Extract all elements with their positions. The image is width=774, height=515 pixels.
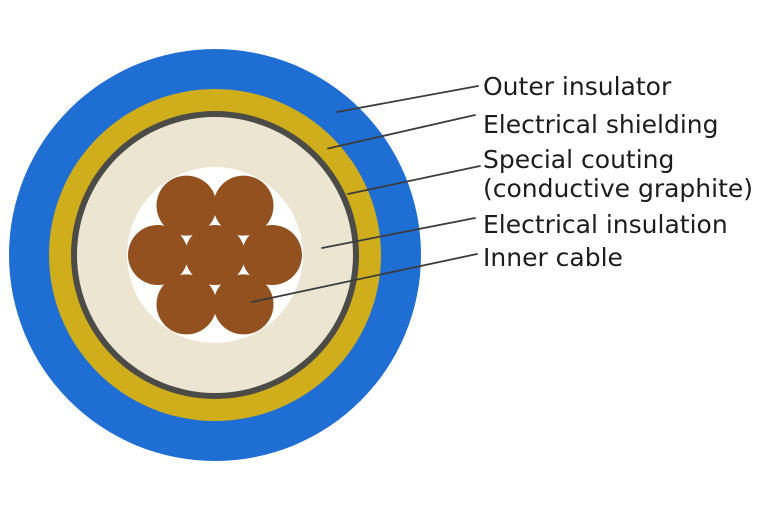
label-text: Electrical shielding: [483, 110, 719, 139]
inner-cable-strand: [213, 175, 274, 236]
leader-line-electrical-shielding: [327, 114, 476, 150]
label-outer-insulator: Outer insulator: [483, 72, 671, 101]
label-text: Electrical insulation: [483, 210, 728, 239]
leader-line-outer-insulator: [336, 85, 479, 113]
leader-line-electrical-insulation: [321, 217, 476, 249]
label-text: Special couting: [483, 145, 675, 174]
inner-cable-strand: [185, 225, 245, 285]
label-electrical-shielding: Electrical shielding: [483, 110, 719, 139]
label-electrical-insulation: Electrical insulation: [483, 210, 728, 239]
inner-cable-strand: [242, 225, 302, 285]
inner-cable-strand: [156, 175, 217, 236]
label-text: Outer insulator: [483, 72, 672, 101]
inner-cable-strand: [128, 225, 188, 285]
inner-cable-strand: [213, 274, 274, 335]
label-text: Inner cable: [483, 243, 623, 272]
label-text: (conductive graphite): [483, 174, 754, 203]
label-inner-cable: Inner cable: [483, 243, 623, 272]
label-special-coating: Special couting (conductive graphite): [483, 145, 753, 203]
inner-cable-strand: [156, 274, 217, 335]
leader-line-special-coating: [347, 165, 481, 195]
leader-line-inner-cable: [251, 253, 478, 303]
